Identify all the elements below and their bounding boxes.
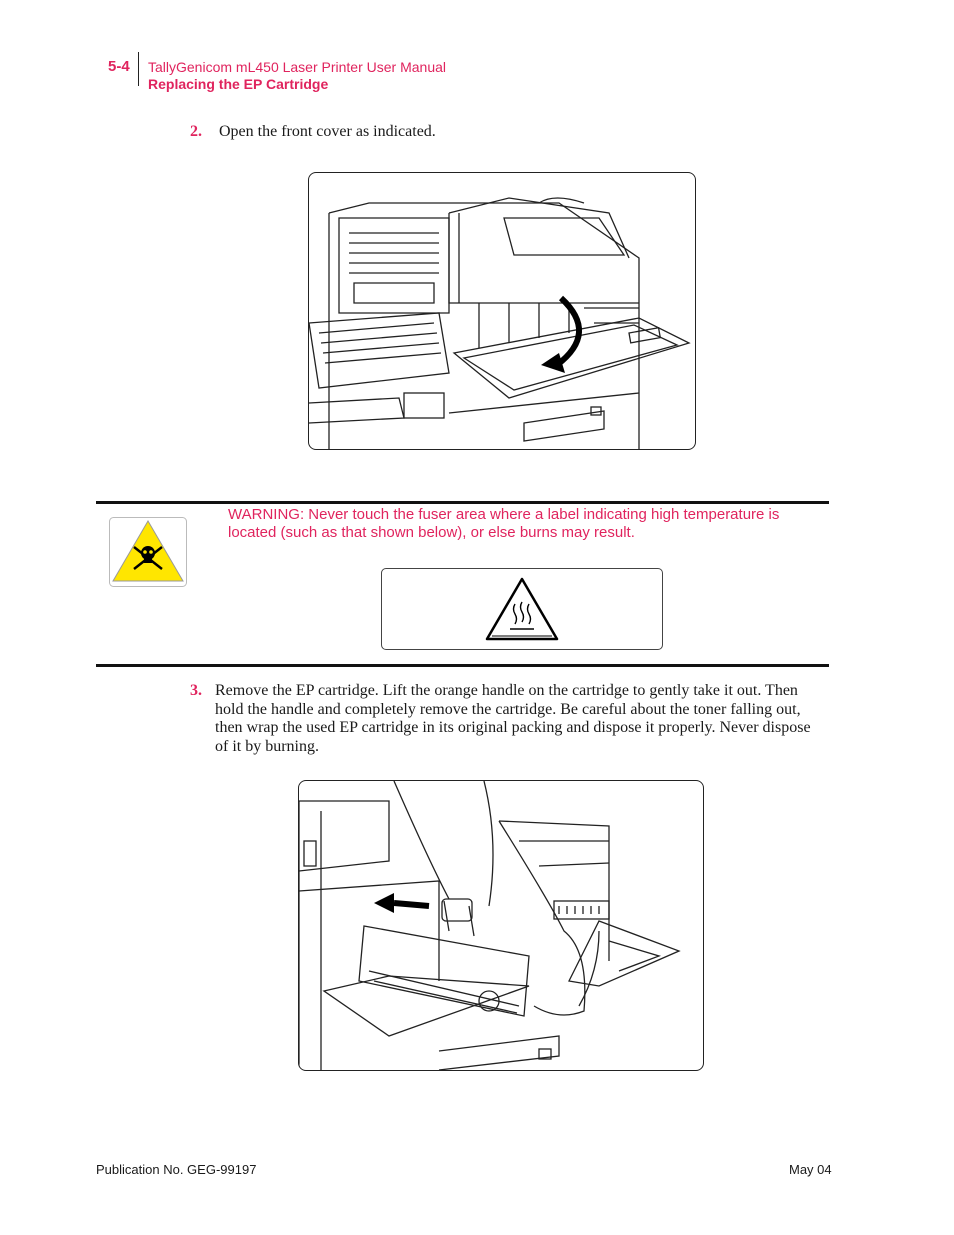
- step-2-number: 2.: [190, 123, 202, 140]
- figure-remove-ep-cartridge: [298, 780, 704, 1071]
- printer-open-cover-illustration: [309, 197, 691, 449]
- manual-title: TallyGenicom mL450 Laser Printer User Ma…: [148, 59, 447, 75]
- warning-top-rule: [96, 501, 829, 504]
- figure-open-front-cover: [308, 172, 696, 450]
- warning-bottom-rule: [96, 664, 829, 667]
- skull-warning-icon: [109, 517, 187, 587]
- high-temperature-label: [381, 568, 663, 650]
- publication-date: May 04: [789, 1162, 832, 1177]
- step-3-number: 3.: [190, 682, 202, 699]
- hot-surface-icon: [485, 577, 559, 641]
- pull-direction-arrow-icon: [374, 893, 430, 913]
- warning-text: WARNING: Never touch the fuser area wher…: [228, 506, 780, 541]
- step-2-text: Open the front cover as indicated.: [219, 123, 436, 140]
- remove-cartridge-illustration: [299, 781, 681, 1070]
- step-3-text: Remove the EP cartridge. Lift the orange…: [215, 682, 811, 755]
- section-title: Replacing the EP Cartridge: [148, 76, 329, 92]
- open-direction-arrow-icon: [541, 295, 582, 373]
- publication-number: Publication No. GEG-99197: [96, 1162, 257, 1177]
- page-number: 5-4: [108, 58, 130, 75]
- header-divider: [138, 52, 139, 86]
